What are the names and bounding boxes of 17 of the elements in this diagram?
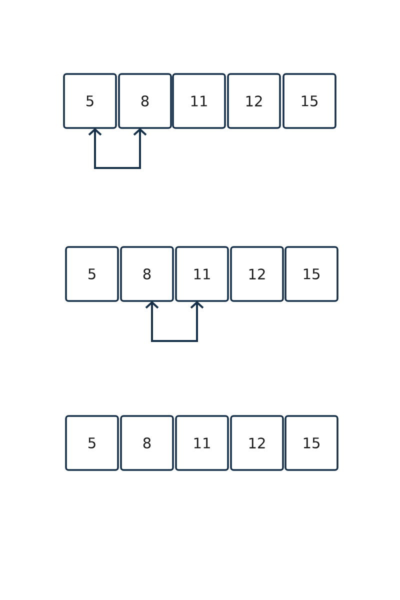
number-box: 5 xyxy=(63,73,117,129)
number-box: 8 xyxy=(120,246,174,302)
number-box: 15 xyxy=(284,246,338,302)
number-box: 15 xyxy=(282,73,336,129)
arrow xyxy=(88,128,147,169)
number-box: 11 xyxy=(175,246,229,302)
number-box: 8 xyxy=(118,73,172,129)
arrow xyxy=(145,301,204,342)
number-box: 5 xyxy=(65,246,119,302)
number-box: 15 xyxy=(284,415,338,471)
number-box: 12 xyxy=(227,73,281,129)
number-box: 5 xyxy=(65,415,119,471)
number-box: 12 xyxy=(230,415,284,471)
number-box: 11 xyxy=(172,73,226,129)
number-box: 11 xyxy=(175,415,229,471)
number-box: 12 xyxy=(230,246,284,302)
number-box: 8 xyxy=(120,415,174,471)
